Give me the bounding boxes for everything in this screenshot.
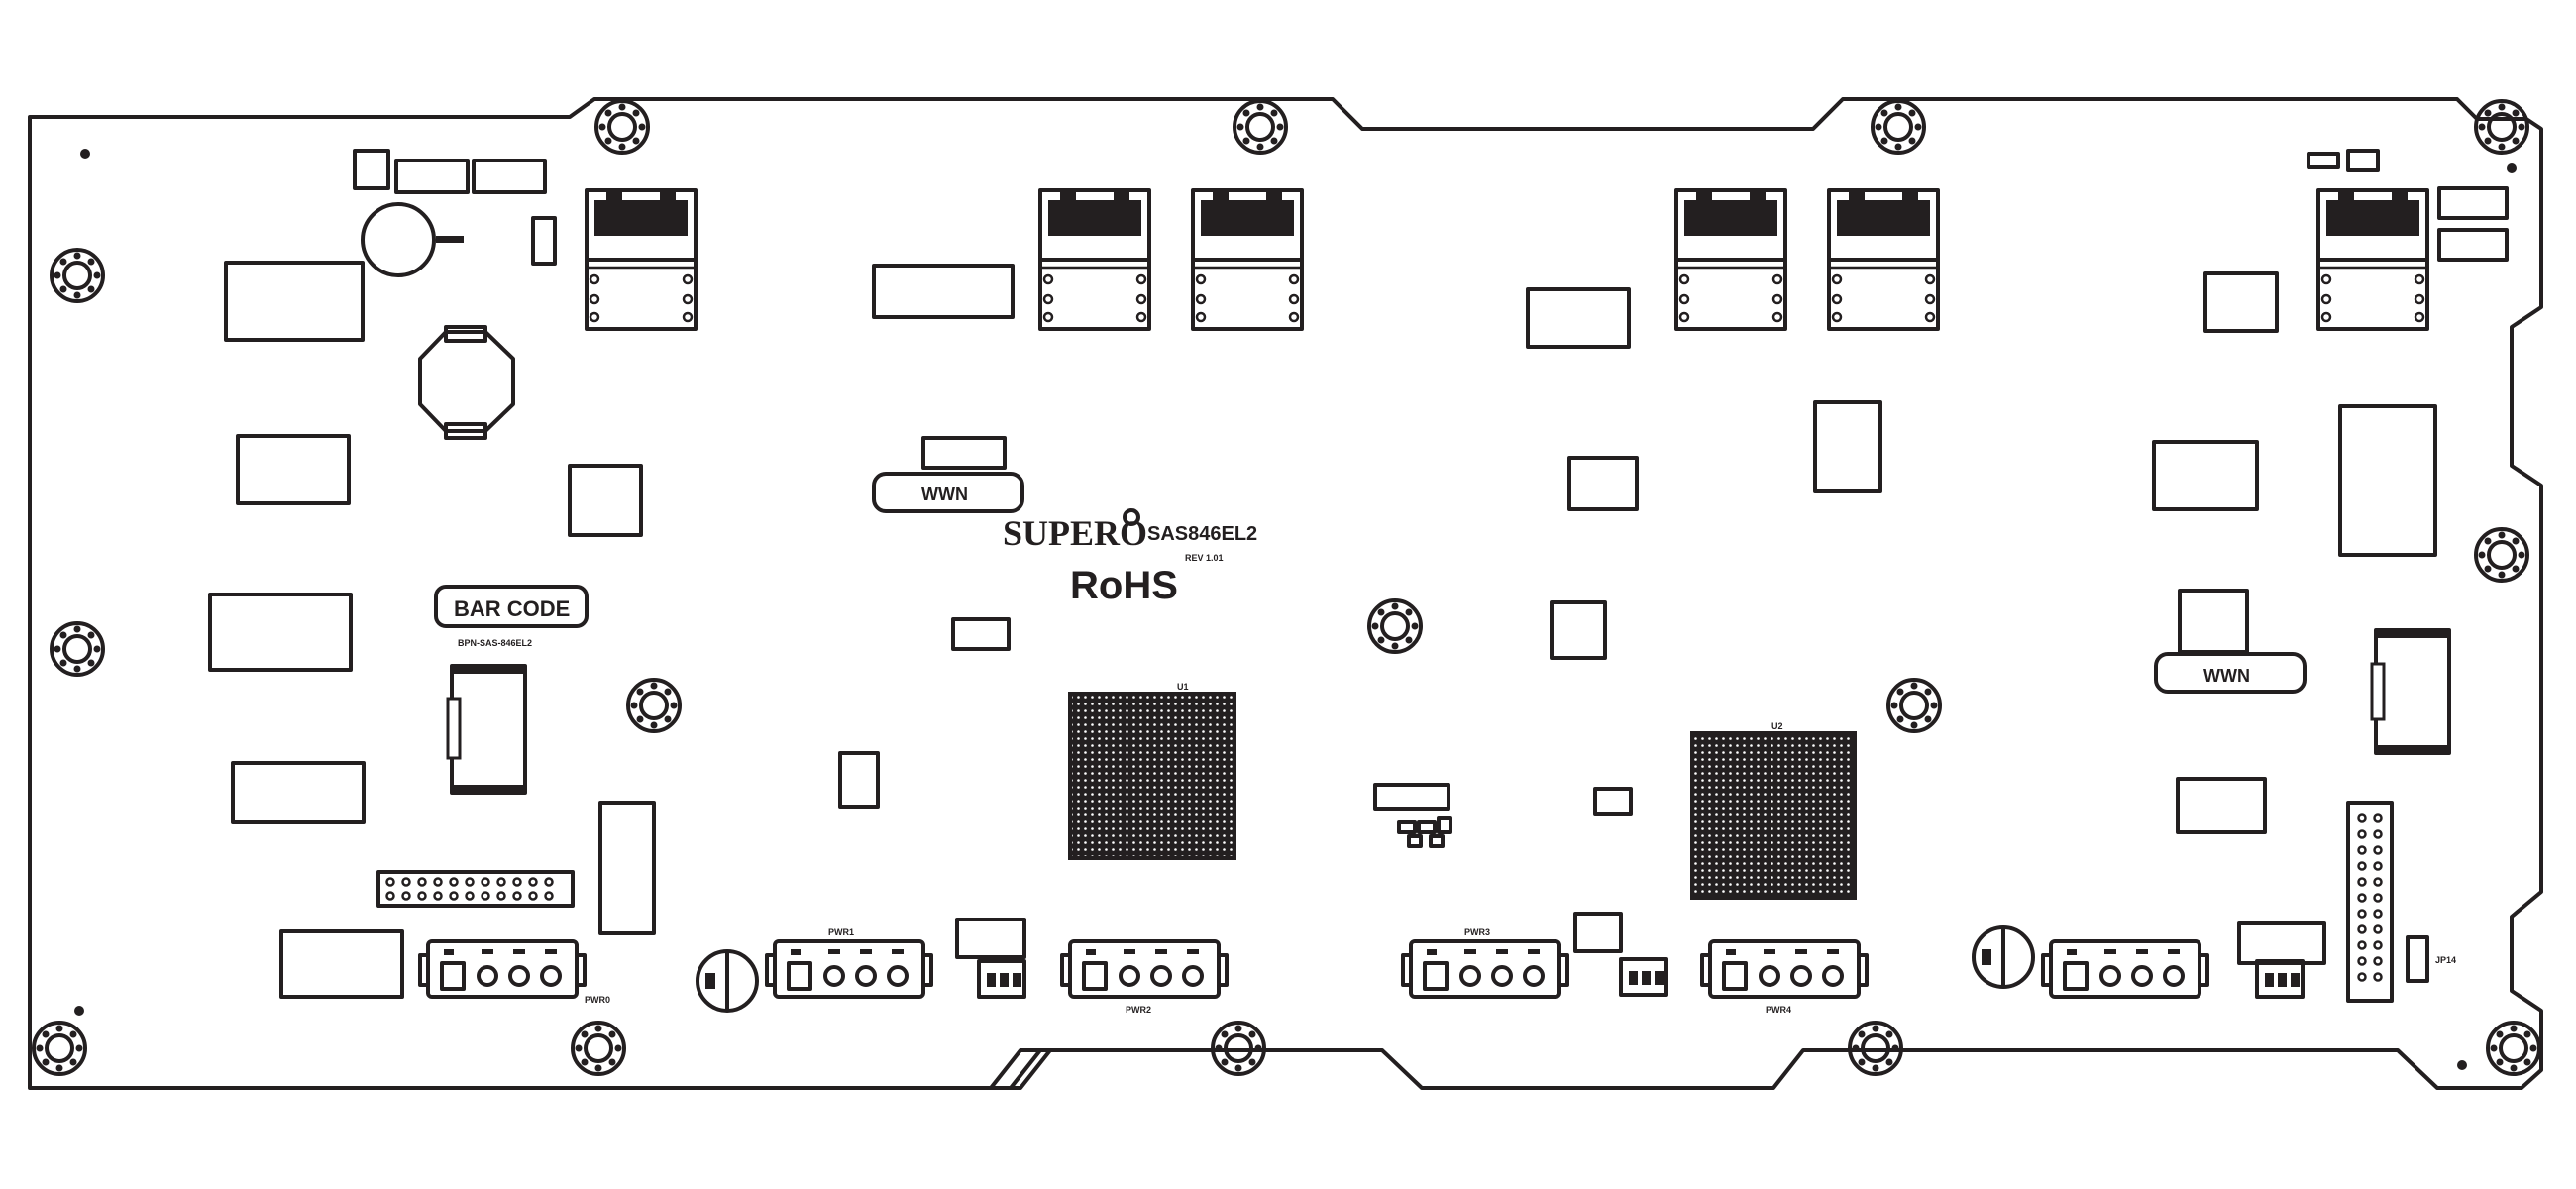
power-connector-label: PWR0 — [585, 995, 610, 1005]
sas-port-connector — [1827, 188, 1940, 331]
mount-hole — [594, 99, 650, 155]
vertical-pin-header — [2346, 801, 2394, 1003]
component-block — [2178, 589, 2249, 654]
component-block — [838, 751, 880, 809]
sas-port-connector — [1038, 188, 1151, 331]
sas-port-connector — [585, 188, 698, 331]
wwn-label: WWN — [921, 485, 968, 504]
power-connector-pwr3 — [1401, 939, 1569, 999]
mount-hole — [2474, 99, 2529, 155]
component-block — [208, 593, 353, 672]
sas-port-connector — [2316, 188, 2429, 331]
small-header — [2437, 228, 2509, 262]
component-block — [2152, 440, 2259, 511]
mount-hole — [1367, 598, 1423, 654]
wwn-label-box — [872, 472, 1024, 513]
revision: REV 1.01 — [1185, 553, 1224, 563]
small-header — [353, 149, 390, 190]
battery-holder — [418, 330, 515, 433]
mount-hole — [1886, 678, 1942, 733]
small-header — [2346, 149, 2380, 172]
component-block — [224, 261, 365, 342]
sas-port-connector — [1191, 188, 1304, 331]
power-connector-label: PWR4 — [1766, 1005, 1791, 1015]
component-block — [231, 761, 366, 824]
power-connector-label: PWR1 — [828, 927, 854, 937]
sas-port-connector — [1674, 188, 1787, 331]
component-block — [955, 918, 1026, 959]
component-block — [2203, 271, 2279, 333]
mount-hole — [50, 621, 105, 677]
mount-hole — [626, 678, 682, 733]
mount-hole — [1871, 99, 1926, 155]
mount-hole — [50, 248, 105, 303]
fan-header — [977, 959, 1026, 999]
component-block — [279, 929, 404, 999]
power-connector-pwr0 — [418, 939, 587, 999]
fan-header — [1619, 957, 1668, 997]
mount-hole — [2486, 1021, 2541, 1076]
model-number: SAS846EL2 — [1147, 523, 1257, 545]
jumper-label: JP14 — [2435, 955, 2456, 965]
buzzer — [361, 202, 436, 277]
component-block — [1593, 787, 1633, 816]
barcode-label: BAR CODE — [454, 596, 570, 621]
component-block — [568, 464, 643, 537]
component-block — [951, 617, 1011, 651]
component-block — [1526, 287, 1631, 349]
mount-hole — [32, 1021, 87, 1076]
power-connector-pwr2 — [1060, 939, 1229, 999]
power-connector-label: PWR3 — [1464, 927, 1490, 937]
barcode-subtext: BPN-SAS-846EL2 — [458, 638, 532, 648]
small-header — [472, 159, 547, 194]
capacitor — [696, 949, 759, 1013]
expander-chip-u2 — [1690, 731, 1857, 900]
power-connector — [2041, 939, 2209, 999]
inductor — [450, 664, 527, 795]
chip-label: U1 — [1177, 682, 1189, 692]
small-smd-cluster — [1397, 816, 1452, 848]
power-connector-pwr4 — [1700, 939, 1869, 999]
inductor — [2374, 628, 2451, 755]
mount-hole — [2474, 527, 2529, 583]
fiducial-dot — [2457, 1060, 2467, 1070]
component-block — [872, 264, 1015, 319]
barcode-label-box — [434, 585, 589, 628]
fiducial-dot — [80, 149, 90, 159]
component-block — [921, 436, 1007, 470]
fiducial-dot — [74, 1006, 84, 1016]
power-connector-pwr1 — [765, 939, 933, 999]
jumper-header — [531, 216, 557, 266]
component-block — [2176, 777, 2267, 834]
small-header — [394, 159, 470, 194]
wwn-label-box — [2154, 652, 2307, 694]
jumper-header — [2406, 935, 2429, 983]
component-block — [2237, 921, 2326, 965]
component-block — [1813, 400, 1882, 493]
mount-hole — [571, 1021, 626, 1076]
capacitor — [1972, 925, 2035, 989]
fiducial-dot — [2507, 163, 2517, 173]
expander-chip-u1 — [1068, 692, 1236, 860]
wwn-label: WWN — [2203, 666, 2250, 686]
fan-header — [2255, 959, 2305, 999]
mount-hole — [1233, 99, 1288, 155]
component-block — [236, 434, 351, 505]
rohs-mark: RoHS — [1070, 564, 1178, 607]
component-block — [598, 801, 656, 935]
component-block — [1573, 912, 1623, 953]
chip-label: U2 — [1771, 721, 1783, 731]
component-block — [1550, 600, 1607, 660]
component-block — [2338, 404, 2437, 557]
pin-header — [376, 870, 575, 908]
small-header — [2437, 186, 2509, 220]
power-connector-label: PWR2 — [1126, 1005, 1151, 1015]
component-block — [1373, 783, 1450, 811]
pcb-outline — [28, 97, 2543, 1090]
component-block — [1567, 456, 1639, 511]
